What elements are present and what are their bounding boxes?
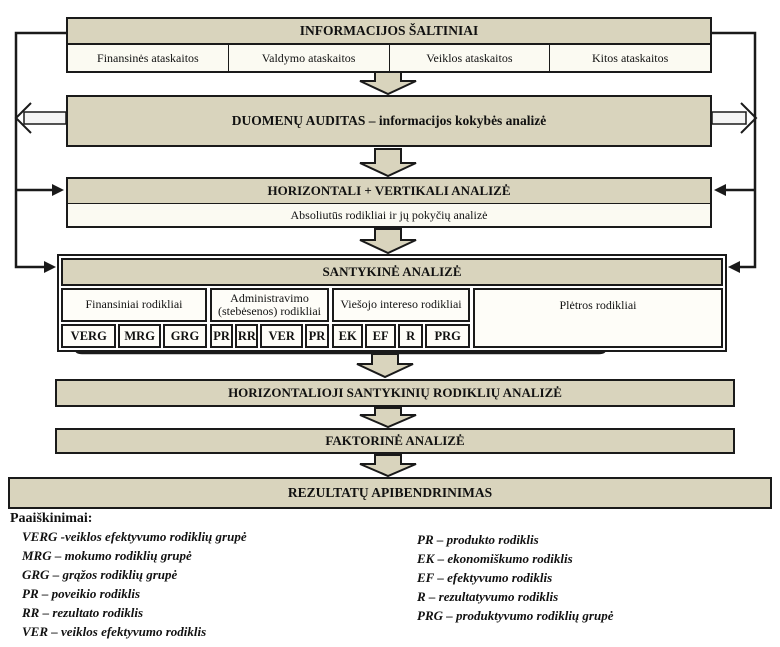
source-item-veiklos: Veiklos ataskaitos: [388, 45, 550, 71]
group-header: Administravimo (stebėsenos) rodikliai: [210, 288, 329, 322]
group-viesojo: Viešojo intereso rodikliai EK EF R PRG: [332, 288, 470, 348]
audit-feedback-bar-left: [23, 111, 67, 125]
legend-item: PR – produkto rodiklis: [417, 532, 539, 547]
sources-box: INFORMACIJOS ŠALTINIAI Finansinės ataska…: [66, 17, 712, 73]
legend-item: MRG – mokumo rodiklių grupė: [22, 548, 192, 563]
indicator-cell-ek: EK: [332, 324, 364, 348]
faktorine-bar: FAKTORINĖ ANALIZĖ: [55, 428, 735, 454]
indicator-cell-ver: VER: [260, 324, 303, 348]
feedback-line-right: [712, 31, 757, 269]
feedback-line-left: [14, 31, 66, 269]
down-arrow-2: [359, 148, 417, 178]
legend-title: Paaiškinimai:: [10, 511, 93, 526]
indicator-cell-rr: RR: [235, 324, 259, 348]
indicator-cell-r: R: [397, 324, 424, 348]
rezultatai-bar: REZULTATŲ APIBENDRINIMAS: [8, 477, 772, 509]
indicator-cell-mrg: MRG: [118, 324, 161, 348]
sources-columns: Finansinės ataskaitos Valdymo ataskaitos…: [68, 45, 710, 71]
audit-box: DUOMENŲ AUDITAS – informacijos kokybės a…: [66, 95, 712, 147]
down-arrow-5: [359, 407, 417, 429]
indicator-cell-ef: EF: [365, 324, 396, 348]
legend: Paaiškinimai: VERG -veiklos efektyvumo r…: [10, 511, 770, 641]
source-item-finansines: Finansinės ataskaitos: [97, 51, 199, 65]
legend-item: EF – efektyvumo rodiklis: [417, 570, 553, 585]
group-header: Plėtros rodikliai: [473, 288, 723, 348]
audit-feedback-arrowhead-right: [740, 102, 758, 134]
legend-item: EK – ekonomiškumo rodiklis: [417, 551, 573, 566]
indicator-cell-prg: PRG: [425, 324, 470, 348]
legend-column-left: VERG -veiklos efektyvumo rodiklių grupė …: [22, 527, 417, 641]
down-arrow-6: [359, 454, 417, 478]
audit-feedback-bar-right: [711, 111, 747, 125]
santykine-body: Finansiniai rodikliai VERG MRG GRG Admin…: [61, 288, 723, 348]
legend-item: VER – veiklos efektyvumo rodiklis: [22, 624, 207, 639]
legend-column-right: PR – produkto rodiklis EK – ekonomiškumo…: [417, 530, 613, 641]
hv-subtitle: Absoliutūs rodikliai ir jų pokyčių anali…: [68, 204, 710, 226]
hv-title: HORIZONTALI + VERTIKALI ANALIZĖ: [68, 179, 710, 204]
legend-item: PRG – produktyvumo rodiklių grupė: [417, 608, 614, 623]
indicator-cell-pr: PR: [210, 324, 234, 348]
group-header: Viešojo intereso rodikliai: [332, 288, 470, 322]
legend-item: PR – poveikio rodiklis: [22, 586, 141, 601]
audit-feedback-arrowhead-left: [14, 102, 32, 134]
group-finansiniai: Finansiniai rodikliai VERG MRG GRG: [61, 288, 207, 348]
feedback-arrowhead-left-santykine: [44, 261, 56, 273]
legend-item: GRG – grąžos rodiklių grupė: [22, 567, 178, 582]
feedback-arrowhead-right-santykine: [728, 261, 740, 273]
source-item-valdymo: Valdymo ataskaitos: [227, 45, 389, 71]
feedback-arrowhead-right-hv: [714, 184, 726, 196]
feedback-arrowhead-left-hv: [52, 184, 64, 196]
legend-item: RR – rezultato rodiklis: [22, 605, 143, 620]
indicator-cell-verg: VERG: [61, 324, 117, 348]
sources-title: INFORMACIJOS ŠALTINIAI: [68, 19, 710, 45]
santykine-table: SANTYKINĖ ANALIZĖ Finansiniai rodikliai …: [57, 254, 727, 352]
horizontalioji-bar: HORIZONTALIOJI SANTYKINIŲ RODIKLIŲ ANALI…: [55, 379, 735, 407]
group-pletros: Plėtros rodikliai: [473, 288, 723, 348]
down-arrow-3: [359, 228, 417, 255]
hv-box: HORIZONTALI + VERTIKALI ANALIZĖ Absoliut…: [66, 177, 712, 228]
legend-item: VERG -veiklos efektyvumo rodiklių grupė: [22, 529, 247, 544]
group-header: Finansiniai rodikliai: [61, 288, 207, 322]
source-item-kitos: Kitos ataskaitos: [549, 45, 710, 71]
legend-item: R – rezultatyvumo rodiklis: [417, 589, 559, 604]
indicator-cell-pr2: PR: [304, 324, 329, 348]
down-arrow-4: [356, 353, 414, 379]
indicator-cell-grg: GRG: [162, 324, 207, 348]
santykine-title: SANTYKINĖ ANALIZĖ: [61, 258, 723, 286]
group-administravimo: Administravimo (stebėsenos) rodikliai PR…: [210, 288, 329, 348]
